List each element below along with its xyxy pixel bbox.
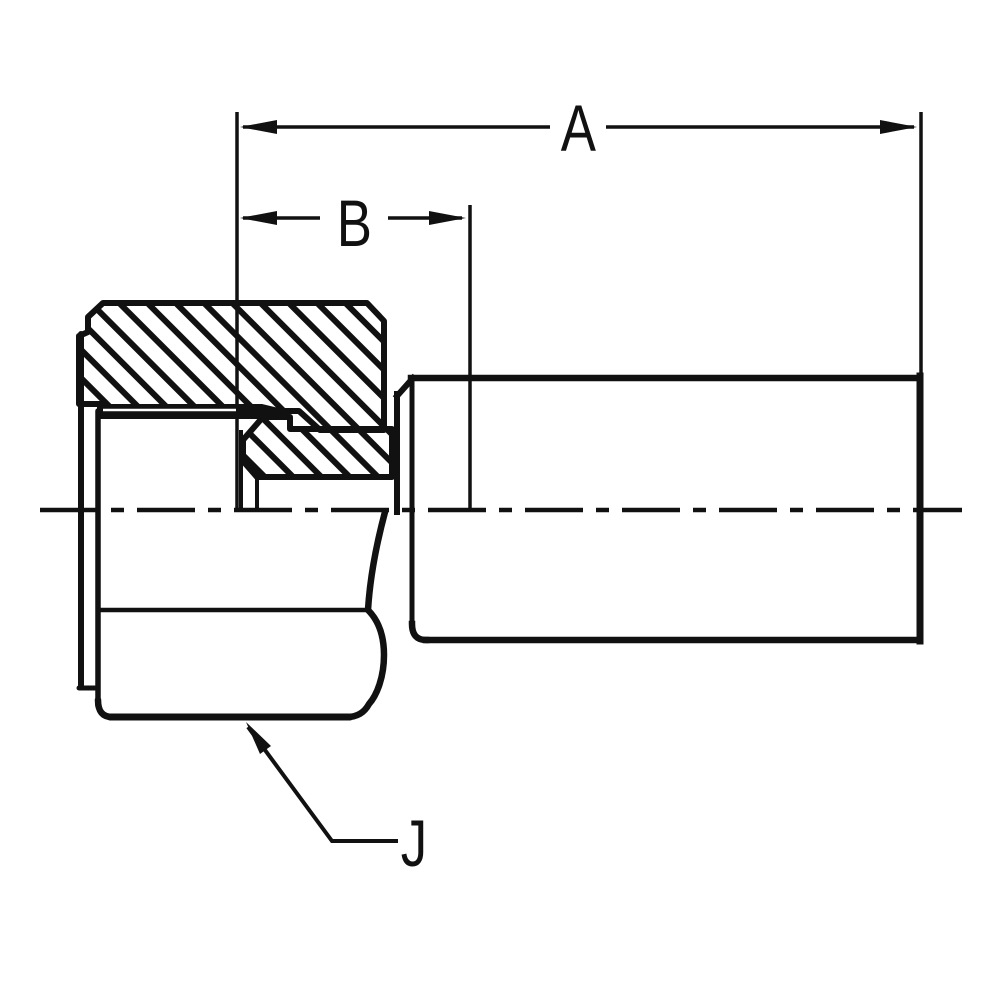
nipple-flange-region: [240, 414, 395, 480]
shell-bottom-left-corner: [408, 620, 430, 644]
nipple-section: [239, 414, 395, 509]
leader-arrowhead: [246, 722, 271, 754]
arrowhead-b-left: [240, 211, 277, 225]
dimension-b: [240, 205, 472, 509]
arrowhead-b-right: [429, 211, 466, 225]
leader-line: [246, 725, 398, 843]
dim-b-label: B: [337, 186, 372, 260]
arrowhead-left: [240, 120, 277, 134]
nut-bottom-outline: [94, 508, 389, 721]
nut-section: [76, 300, 387, 433]
leader-j: [246, 722, 398, 843]
thread-band: [100, 404, 291, 419]
dim-a-label: A: [561, 91, 596, 165]
arrowhead-right: [880, 120, 917, 134]
leader-j-label: J: [401, 806, 427, 880]
